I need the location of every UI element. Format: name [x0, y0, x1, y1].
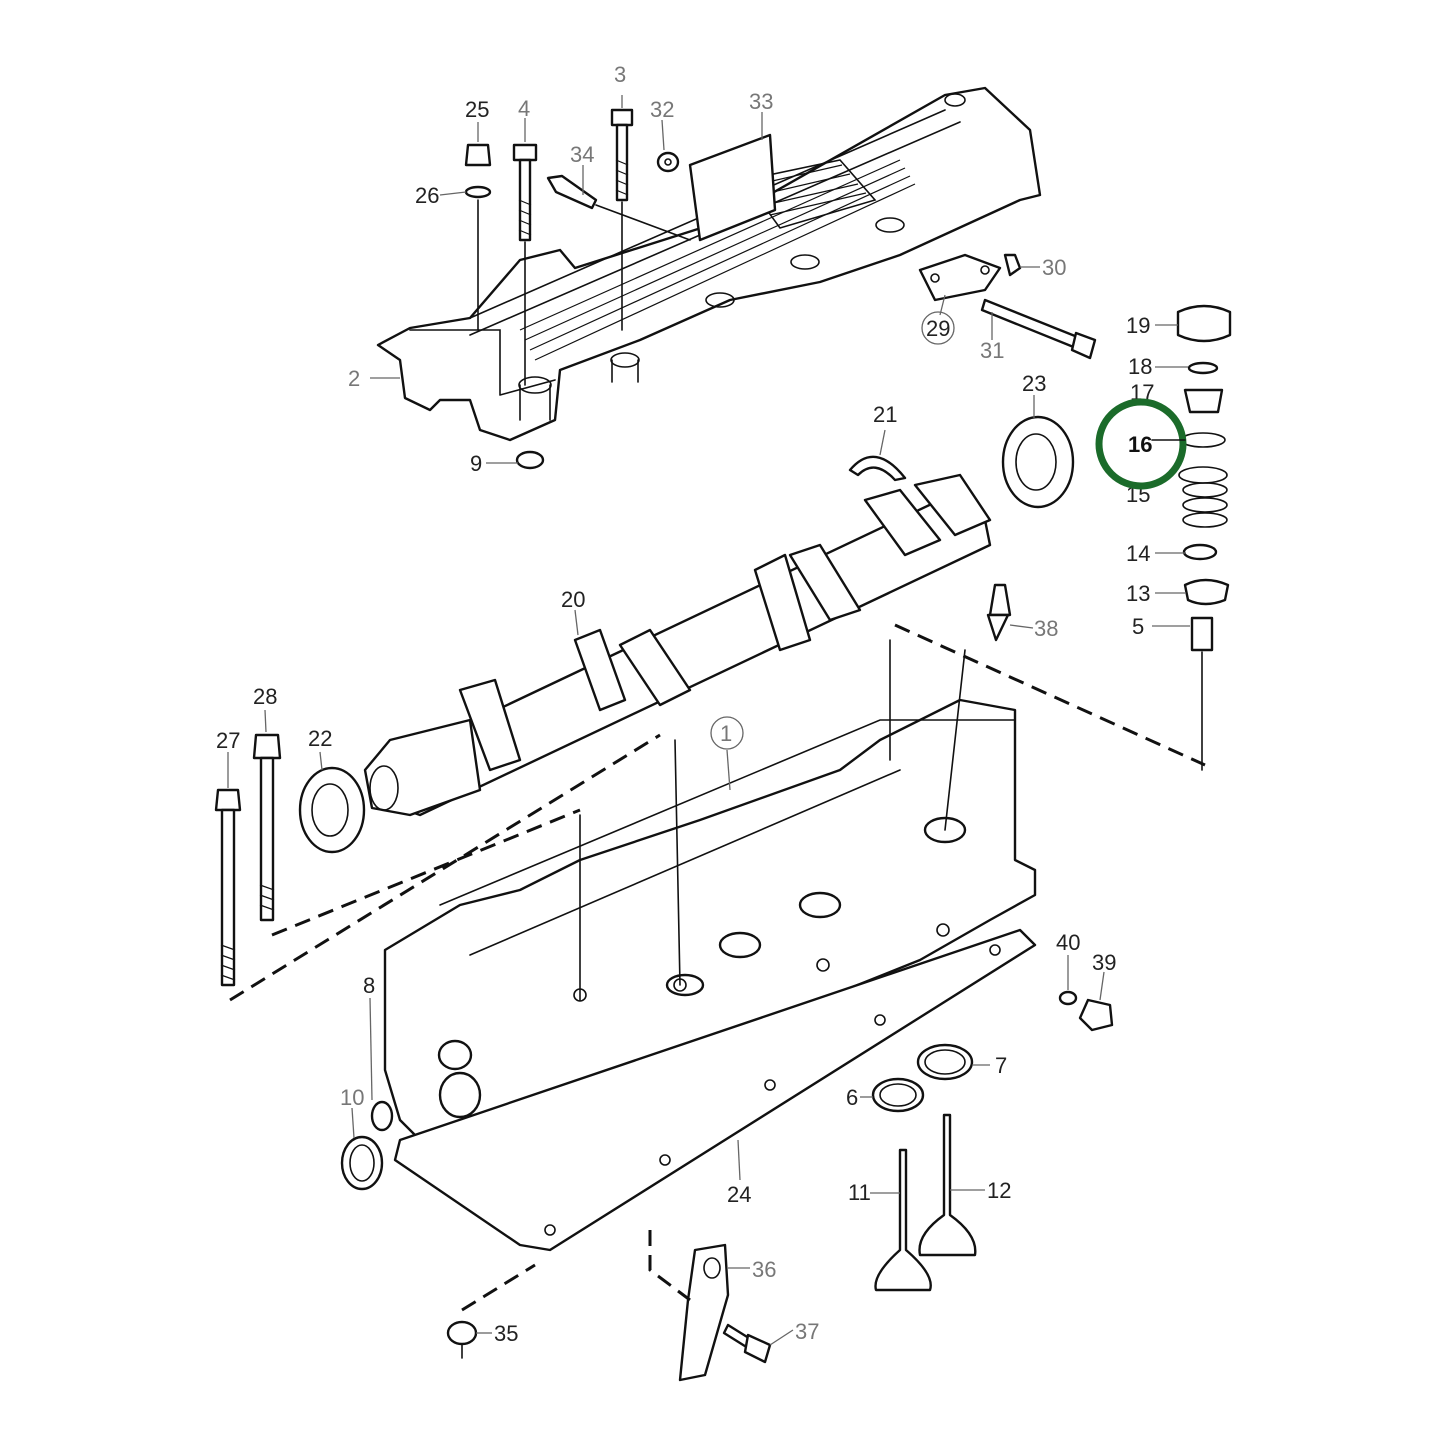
assembly-dash-lines	[229, 623, 1206, 1312]
seal-8	[370, 1100, 394, 1132]
ring-6	[871, 1077, 925, 1113]
clip-30	[1003, 253, 1022, 277]
label-35: 35	[494, 1321, 518, 1346]
glow-plug-38	[986, 583, 1012, 642]
guide-5	[1190, 616, 1214, 652]
label-31: 31	[980, 338, 1004, 363]
seal-22	[298, 766, 366, 854]
label-40: 40	[1056, 930, 1080, 955]
label-1: 1	[720, 721, 732, 746]
bolt-4	[512, 143, 538, 386]
bolt-34	[546, 174, 691, 241]
plug-35	[446, 1320, 478, 1359]
washer-13	[1183, 578, 1230, 606]
label-3: 3	[614, 62, 626, 87]
label-33: 33	[749, 89, 773, 114]
label-28: 28	[253, 684, 277, 709]
head-gasket	[393, 928, 1037, 1252]
washer-40	[1058, 990, 1078, 1006]
bolt-25	[464, 143, 492, 331]
label-9: 9	[470, 451, 482, 476]
stud-28	[252, 733, 282, 922]
highlight-circle	[1095, 398, 1187, 490]
valve-12	[918, 1113, 977, 1257]
plug-9	[515, 450, 545, 470]
bolt-31	[980, 298, 1097, 360]
bolt-3	[610, 108, 634, 331]
label-36: 36	[752, 1257, 776, 1282]
label-2: 2	[348, 366, 360, 391]
ring-7	[916, 1043, 974, 1081]
part-labels: 1 2 3 4 5 6 7 8 9 10 11 12 13 14 15 17 1…	[216, 62, 1154, 1346]
stud-27	[214, 788, 242, 987]
label-11: 11	[848, 1180, 871, 1205]
label-38: 38	[1034, 616, 1058, 641]
camshaft	[363, 473, 992, 817]
label-4: 4	[518, 96, 530, 121]
label-30: 30	[1042, 255, 1066, 280]
label-20: 20	[561, 587, 585, 612]
tappet-19	[1176, 304, 1232, 343]
label-5: 5	[1132, 614, 1144, 639]
label-34: 34	[570, 142, 594, 167]
label-25: 25	[465, 97, 489, 122]
seat-14	[1182, 543, 1218, 561]
label-22: 22	[308, 726, 332, 751]
valve-stack	[1176, 304, 1232, 771]
bracket-29	[918, 253, 1002, 302]
label-32: 32	[650, 97, 674, 122]
nut-32	[656, 151, 680, 173]
label-6: 6	[846, 1085, 858, 1110]
seal-23	[1001, 415, 1075, 509]
highlight-part-16: 16	[1095, 398, 1187, 490]
shell-21	[848, 455, 907, 482]
label-26: 26	[415, 183, 439, 208]
label-39: 39	[1092, 950, 1116, 975]
label-13: 13	[1126, 581, 1150, 606]
label-21: 21	[873, 402, 897, 427]
label-29: 29	[926, 316, 950, 341]
retainer-17	[1183, 388, 1224, 414]
leader-lines	[227, 95, 1190, 1346]
shim-18	[1187, 361, 1219, 375]
bracket-36	[678, 1243, 730, 1382]
plug-39	[1078, 998, 1114, 1032]
label-8: 8	[363, 973, 375, 998]
label-7: 7	[995, 1053, 1007, 1078]
label-24: 24	[727, 1182, 751, 1207]
label-18: 18	[1128, 354, 1152, 379]
seal-10	[340, 1135, 384, 1191]
label-19: 19	[1126, 313, 1150, 338]
label-14: 14	[1126, 541, 1150, 566]
label-12: 12	[987, 1178, 1011, 1203]
valve-11	[874, 1148, 932, 1292]
plate-33	[688, 133, 777, 242]
label-37: 37	[795, 1319, 819, 1344]
label-23: 23	[1022, 371, 1046, 396]
bolt-37	[722, 1323, 772, 1364]
label-16: 16	[1128, 432, 1152, 457]
label-10: 10	[340, 1085, 364, 1110]
label-27: 27	[216, 728, 240, 753]
